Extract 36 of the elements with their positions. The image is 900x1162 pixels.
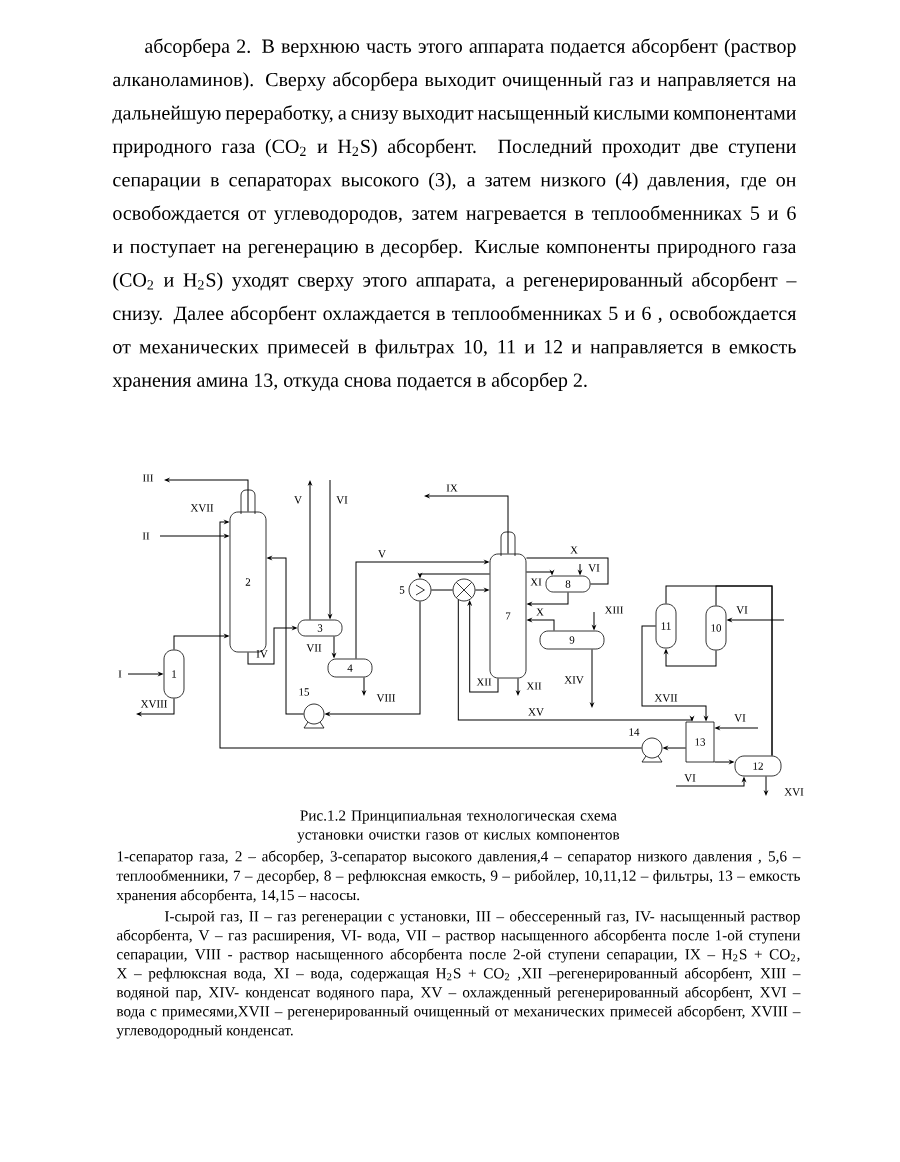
flow-arrow [641, 625, 708, 721]
flow-arrow [424, 494, 509, 555]
flow-arrow [127, 672, 163, 676]
flow-arrow [219, 520, 643, 749]
flow-arrow [525, 570, 554, 575]
flow-arrow [713, 760, 734, 764]
flow-arrow [457, 599, 694, 721]
flow-arrow [247, 626, 297, 665]
flow-arrow [355, 560, 489, 660]
flow-arrow [308, 480, 312, 621]
flow-arrow [590, 648, 594, 708]
flow-arrow [362, 676, 366, 696]
flow-arrow [527, 591, 569, 606]
flow-arrow [764, 775, 768, 796]
flow-arrow [578, 563, 582, 575]
flow-arrow [173, 634, 229, 651]
flow-arrow [267, 556, 305, 715]
flow-arrow [527, 618, 555, 632]
flow-arrow [164, 478, 249, 513]
flow-arrow [325, 600, 421, 716]
flow-arrow [474, 588, 489, 592]
flow-arrow [136, 697, 175, 716]
flow-arrow [418, 573, 491, 578]
flow-arrow [467, 600, 499, 693]
flow-arrow [159, 534, 229, 538]
flow-arrow [727, 618, 785, 622]
flow-arrow [332, 635, 336, 658]
flow-arrow [516, 677, 520, 696]
flow-arrow [664, 649, 717, 667]
flow-arrow [715, 726, 759, 730]
flow-arrow [675, 777, 746, 787]
body-paragraph: абсорбера 2. В верхнюю часть этого аппарата подается абсорбент (раствор алканоламинов). Сверху абсорбера выходит очищенный газ и направляется на дальнейшую переработку, а снизу выходит насыщенный кислыми компонентами природного газа (CO$_{2}$ и H$_{2}$S) абсорбент. Последний проходит две ступени сепарации в сепараторах высокого (3), а затем низкого (4) давления, где он освобождается от углеводородов, затем нагревается в теплообменниках 5 и 6 и поступает на регенерацию в десорбер. Кислые компоненты природного газа (CO$_{2}$ и H$_{2}$S) уходят сверху этого аппарата, а регенерированный абсорбент – снизу. Далее абсорбент охлаждается в теплообменниках 5 и 6 , освобождается от механических примесей в фильтрах 10, 11 и 12 и направляется в емкость хранения амина 13, откуда снова подается в абсорбер 2. [112, 38, 797, 392]
heat-exchanger [452, 578, 476, 602]
flow-arrow [592, 611, 596, 630]
flow-arrow [663, 746, 687, 750]
flow-arrow [328, 479, 332, 619]
